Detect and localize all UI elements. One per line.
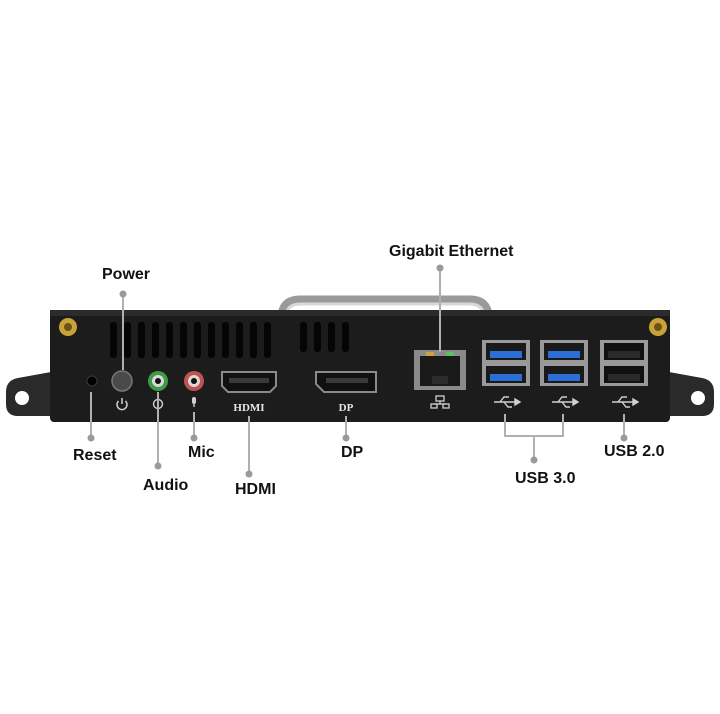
right-bracket-hole bbox=[691, 391, 705, 405]
displayport-port bbox=[315, 371, 377, 393]
usb-icon bbox=[494, 396, 522, 408]
ventilation-grille bbox=[110, 322, 349, 358]
dp-panel-marking: DP bbox=[339, 402, 354, 414]
label-hdmi: HDMI bbox=[235, 481, 276, 498]
callout-lines bbox=[90, 268, 625, 474]
hdmi-panel-marking: HDMI bbox=[233, 402, 264, 414]
label-power: Power bbox=[102, 266, 151, 283]
label-dp: DP bbox=[341, 444, 364, 461]
microphone-icon bbox=[192, 397, 196, 407]
label-audio: Audio bbox=[143, 477, 189, 494]
usb-icon bbox=[552, 396, 580, 408]
audio-jack bbox=[148, 371, 168, 391]
usb3-port-stack-1 bbox=[482, 340, 530, 386]
reset-pinhole bbox=[86, 375, 98, 387]
power-icon bbox=[116, 398, 128, 411]
callout-dots bbox=[87, 264, 628, 478]
label-usb2: USB 2.0 bbox=[604, 443, 665, 460]
label-gigabit-ethernet: Gigabit Ethernet bbox=[389, 243, 514, 260]
usb2-port-stack bbox=[600, 340, 648, 386]
label-mic: Mic bbox=[188, 444, 215, 461]
power-button bbox=[111, 370, 133, 392]
mic-jack bbox=[184, 371, 204, 391]
label-reset: Reset bbox=[73, 447, 117, 464]
right-antenna-connector bbox=[649, 318, 667, 336]
usb3-port-stack-2 bbox=[540, 340, 588, 386]
usb-icon bbox=[612, 396, 640, 408]
network-icon bbox=[430, 395, 450, 409]
left-bracket-hole bbox=[15, 391, 29, 405]
carry-handle bbox=[277, 295, 493, 319]
left-antenna-connector bbox=[59, 318, 77, 336]
hdmi-port bbox=[221, 371, 277, 393]
label-usb3: USB 3.0 bbox=[515, 470, 576, 487]
chassis-front-panel bbox=[50, 310, 670, 422]
ethernet-port bbox=[414, 350, 466, 390]
